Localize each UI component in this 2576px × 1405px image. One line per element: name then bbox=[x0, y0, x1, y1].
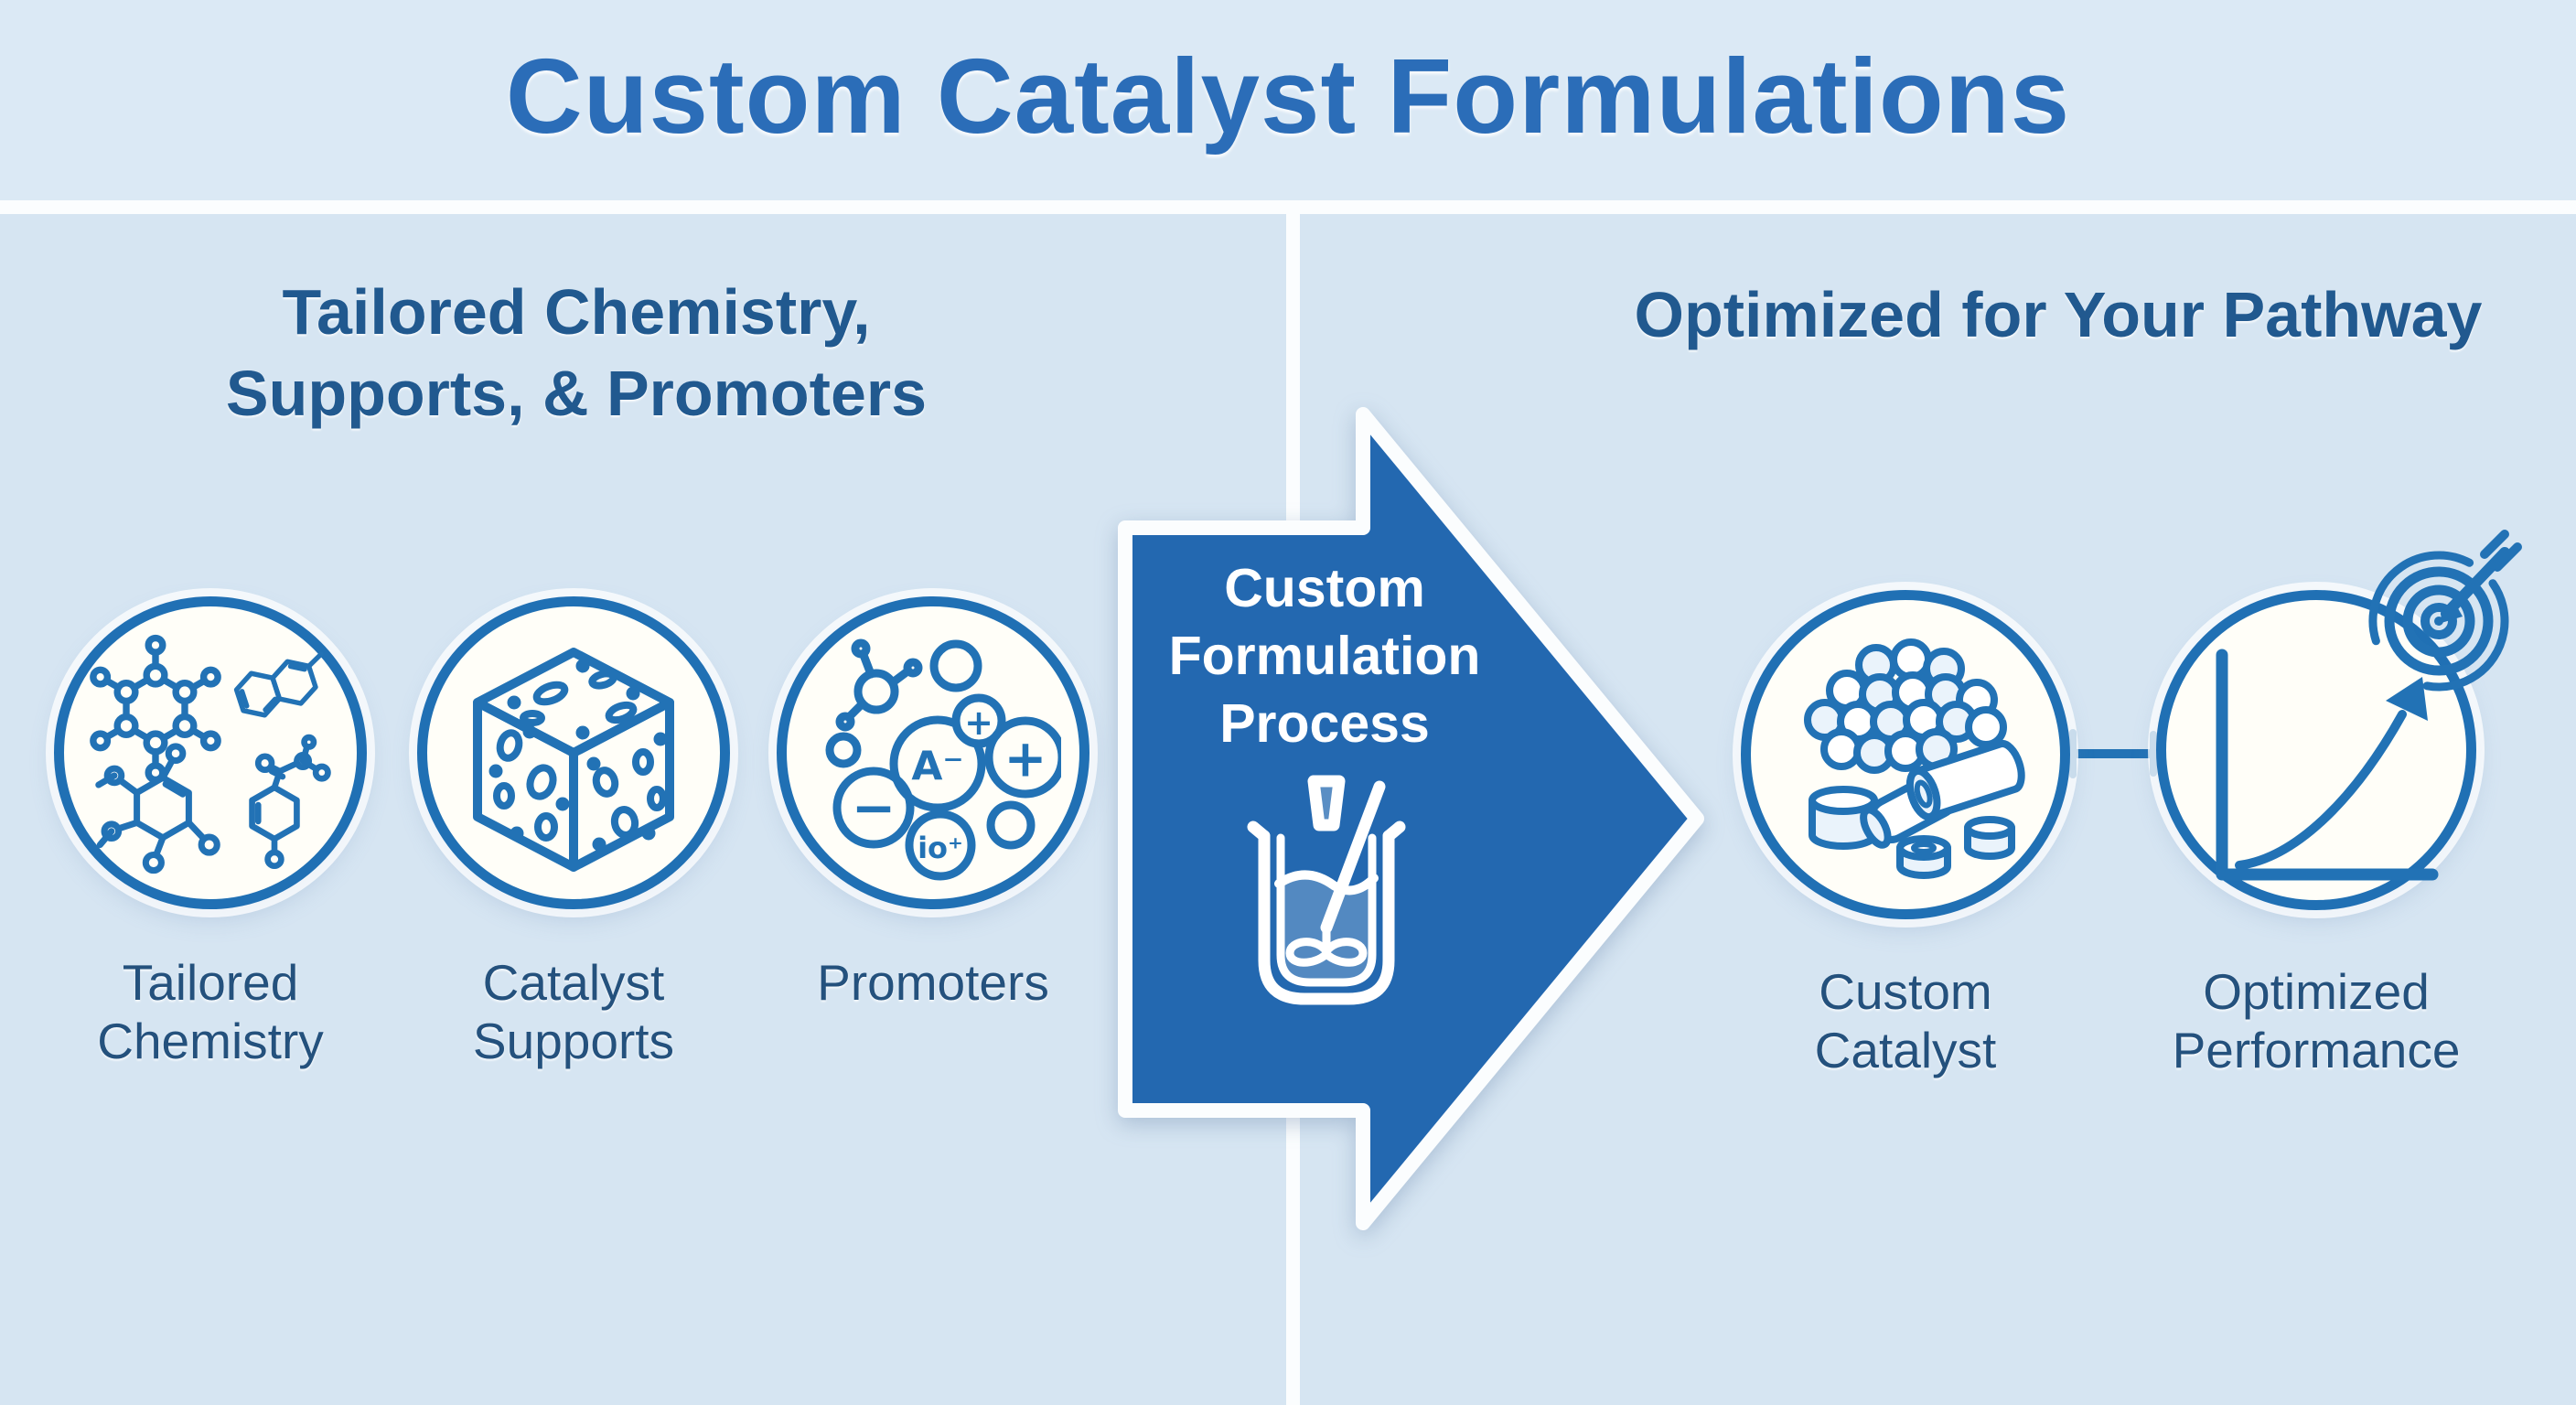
stirred-beaker-icon bbox=[1247, 775, 1406, 1005]
promoters-label: Promoters bbox=[817, 954, 1049, 1011]
left-section-heading: Tailored Chemistry, Supports, & Promoter… bbox=[0, 272, 1153, 434]
tilted-tube bbox=[1905, 740, 2025, 821]
cation-circle bbox=[984, 716, 1061, 799]
tailored-chemistry-circle bbox=[54, 596, 367, 909]
curve-arrowhead bbox=[2386, 677, 2428, 721]
molecules-icon bbox=[90, 634, 331, 874]
attached-cation-circle bbox=[951, 693, 1006, 748]
naphthalene-molecule bbox=[233, 651, 324, 718]
dart-icon bbox=[2435, 530, 2522, 625]
right-heading-line1: Optimized for Your Pathway bbox=[1634, 279, 2483, 350]
custom-catalyst-circle bbox=[1741, 590, 2070, 919]
tailored-chemistry-label: Tailored Chemistry bbox=[97, 954, 324, 1069]
catalyst-supports-circle bbox=[417, 596, 730, 909]
impeller-loop bbox=[1285, 938, 1368, 967]
pores-right bbox=[586, 732, 668, 852]
pores-top bbox=[507, 659, 640, 740]
cation-label: + bbox=[1004, 730, 1047, 789]
process-arrow bbox=[1118, 407, 1704, 1230]
left-heading-line2: Supports, & Promoters bbox=[225, 358, 928, 429]
anion-label: A⁻ bbox=[911, 744, 963, 790]
ion-plus-circle bbox=[905, 810, 976, 881]
small-molecule-sketch bbox=[835, 638, 923, 732]
liquid-surface bbox=[1274, 870, 1379, 896]
ion-plus-label: io⁺ bbox=[918, 831, 963, 865]
optimized-performance-circle bbox=[2156, 530, 2522, 910]
ketone-molecule bbox=[249, 734, 331, 870]
title-underline bbox=[0, 200, 2576, 214]
connector-line bbox=[2056, 729, 2175, 778]
minus-ion-label: − bbox=[852, 777, 896, 839]
catalyst-spheres bbox=[1804, 638, 2007, 774]
process-arrow-label: Custom Formulation Process bbox=[1168, 558, 1481, 754]
pores-left bbox=[488, 724, 570, 842]
empty-ion-circle bbox=[986, 800, 1036, 850]
stopper bbox=[1307, 775, 1346, 831]
title-band bbox=[0, 0, 2576, 200]
catalyst-pellets-icon bbox=[1804, 638, 2025, 879]
small-cylinder bbox=[1964, 816, 2015, 860]
promoters-circle: A⁻ + + − io⁺ bbox=[777, 596, 1089, 909]
right-section-heading: Optimized for Your Pathway bbox=[1546, 274, 2571, 356]
small-ring bbox=[1896, 835, 1951, 879]
anion-circle bbox=[889, 715, 986, 812]
hexagon-molecule bbox=[90, 634, 221, 784]
growth-chart-target-icon bbox=[2216, 530, 2522, 881]
stir-rod bbox=[1320, 780, 1386, 934]
optimized-performance-label: Optimized Performance bbox=[2172, 963, 2461, 1078]
empty-ion-circle bbox=[825, 732, 862, 768]
left-heading-line1: Tailored Chemistry, bbox=[282, 276, 871, 348]
ions-icon: A⁻ + + − io⁺ bbox=[825, 638, 1061, 881]
substituted-benzene-molecule bbox=[95, 743, 220, 874]
upright-cylinder bbox=[1809, 786, 1878, 850]
vessel-inner-wall bbox=[1276, 833, 1377, 987]
attached-cation-label: + bbox=[964, 702, 993, 743]
catalyst-supports-label: Catalyst Supports bbox=[472, 954, 675, 1069]
catalyst-cylinders bbox=[1809, 740, 2025, 879]
custom-catalyst-label: Custom Catalyst bbox=[1814, 963, 1997, 1078]
empty-ion-circle bbox=[929, 639, 982, 692]
vessel-outer-wall bbox=[1258, 830, 1395, 1005]
porous-cube-icon bbox=[473, 648, 674, 872]
page-title: Custom Catalyst Formulations bbox=[505, 37, 2071, 156]
growth-chart bbox=[2216, 649, 2439, 881]
minus-ion-circle bbox=[832, 767, 915, 849]
